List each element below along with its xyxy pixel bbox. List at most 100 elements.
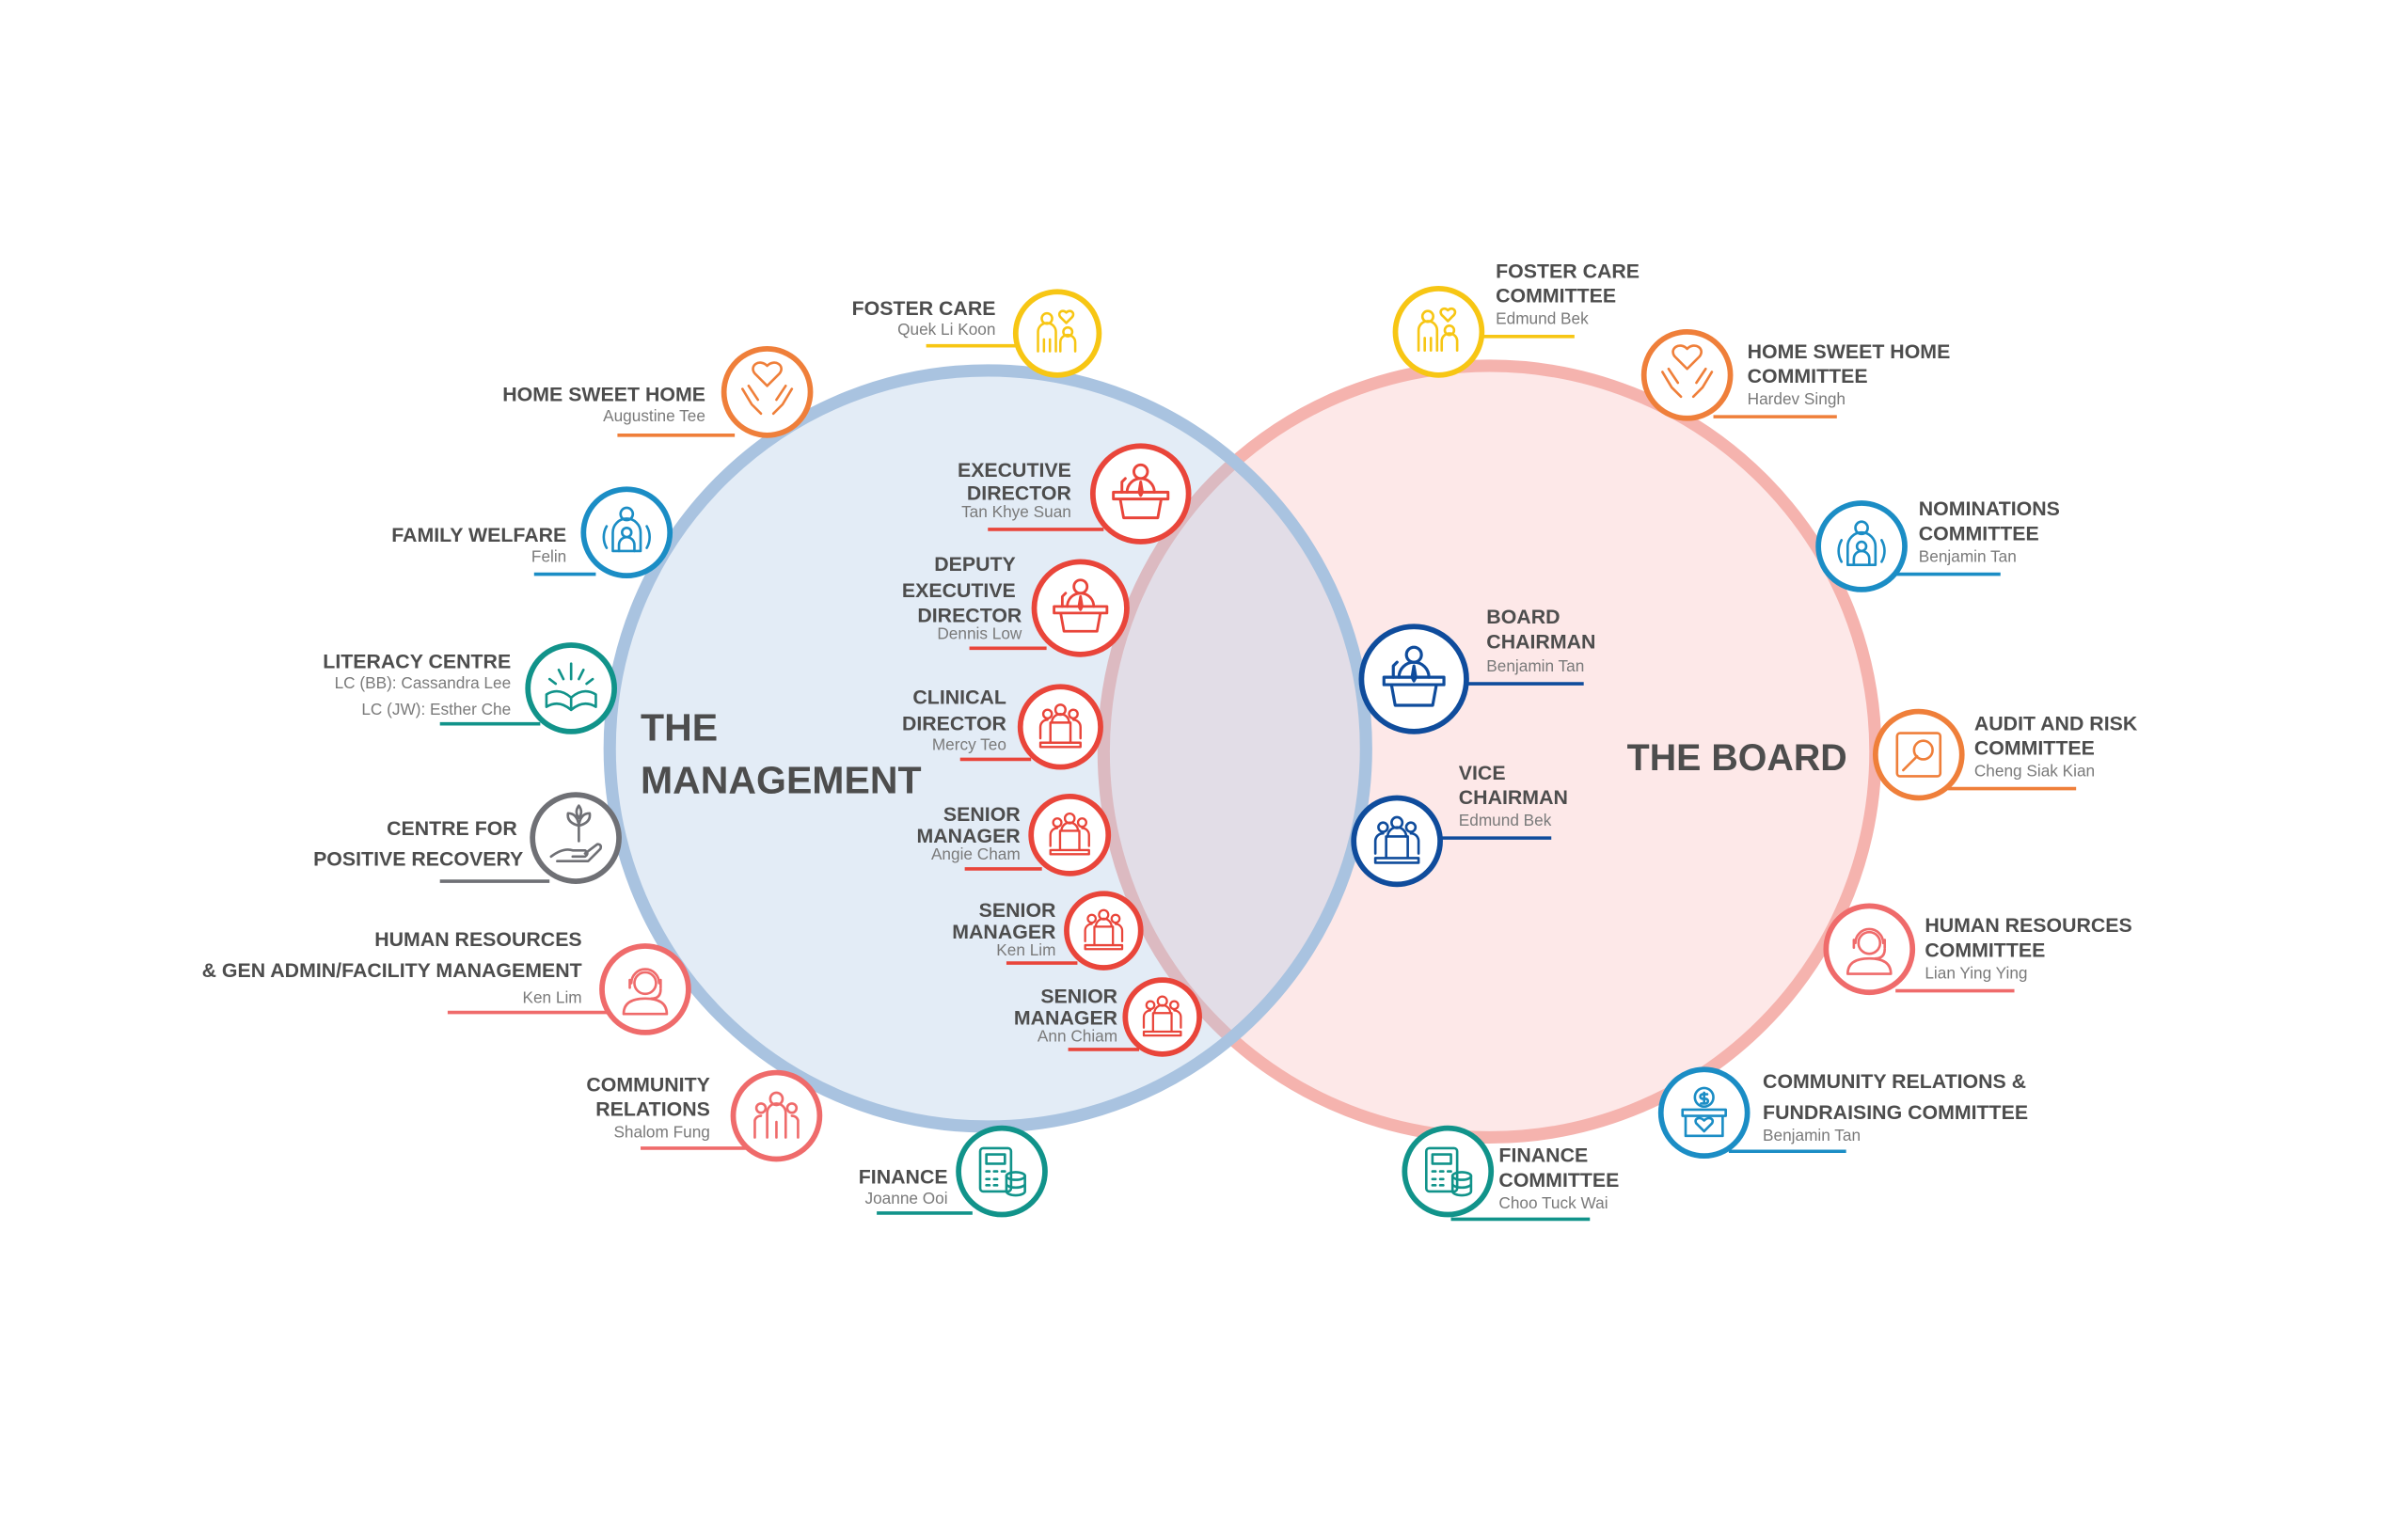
node-title: HOME SWEET HOME	[1748, 340, 1951, 363]
node-title: DEPUTY	[934, 553, 1016, 576]
node-person-name: Ann Chiam	[1038, 1027, 1117, 1046]
node-person-name: Mercy Teo	[932, 735, 1006, 754]
node-title: COMMITTEE	[1748, 365, 1868, 387]
node-title: POSITIVE RECOVERY	[313, 848, 523, 871]
node-person-name: Joanne Ooi	[865, 1189, 948, 1207]
node-title: FAMILY WELFARE	[391, 524, 566, 546]
node-person-name: Lian Ying Ying	[1925, 963, 2027, 982]
node-person-name: Hardev Singh	[1748, 389, 1846, 408]
heart-hands-icon-ring	[1640, 329, 1734, 421]
node-title: MANAGER	[1014, 1007, 1117, 1030]
node-person-name: Shalom Fung	[613, 1122, 709, 1141]
node-title: COMMUNITY	[586, 1073, 710, 1096]
donation-box-icon-ring	[1657, 1066, 1751, 1160]
node-person-name: Augustine Tee	[603, 406, 705, 425]
node-title: CENTRE FOR	[387, 817, 517, 840]
parent-child-icon-ring	[1815, 500, 1908, 592]
node-title: & GEN ADMIN/FACILITY MANAGEMENT	[202, 959, 582, 982]
node-title: COMMITTEE	[1498, 1169, 1619, 1192]
podium-group-icon-ring	[1064, 891, 1144, 971]
node-title: DIRECTOR	[967, 482, 1071, 505]
node-title: DIRECTOR	[902, 712, 1006, 734]
family-icon-ring	[1392, 286, 1485, 378]
node-community-relations-fundraising-committee: COMMUNITY RELATIONS &FUNDRAISING COMMITT…	[1657, 1066, 2028, 1160]
node-title: HUMAN RESOURCES	[1925, 914, 2131, 937]
node-title: HOME SWEET HOME	[502, 384, 705, 406]
node-title: COMMITTEE	[1974, 737, 2095, 760]
node-title: MANAGER	[952, 921, 1055, 943]
node-title: COMMITTEE	[1496, 285, 1616, 308]
node-person-name: Quek Li Koon	[897, 320, 995, 339]
magnifier-icon-ring	[1872, 708, 1965, 801]
node-title: FOSTER CARE	[852, 297, 996, 320]
node-person-name: Cheng Siak Kian	[1974, 761, 2095, 780]
node-title: EXECUTIVE	[902, 579, 1016, 602]
node-person-name: Tan Khye Suan	[961, 502, 1071, 521]
node-title: SENIOR	[1040, 986, 1117, 1008]
node-title: VICE	[1459, 762, 1506, 784]
podium-group-icon-ring	[1028, 793, 1112, 876]
node-title: RELATIONS	[595, 1098, 710, 1121]
node-person-name: Dennis Low	[937, 623, 1022, 642]
node-person-name: Choo Tuck Wai	[1498, 1193, 1608, 1212]
node-title: FOSTER CARE	[1496, 260, 1640, 282]
node-title: COMMITTEE	[1919, 522, 2039, 545]
node-person-name: Angie Cham	[931, 844, 1021, 863]
node-person-name: Ken Lim	[522, 988, 581, 1007]
node-title: CHAIRMAN	[1459, 786, 1568, 809]
node-human-resources: HUMAN RESOURCES & GEN ADMIN/FACILITY MANA…	[202, 928, 691, 1035]
node-title: DIRECTOR	[917, 604, 1022, 626]
node-person-name: Edmund Bek	[1496, 309, 1589, 328]
management-title: THE MANAGEMENT	[641, 706, 922, 802]
node-person-name: LC (JW): Esther Che	[361, 700, 511, 718]
node-title: CLINICAL	[912, 686, 1006, 708]
node-person-name: Benjamin Tan	[1919, 546, 2017, 565]
family-icon-ring	[1012, 289, 1102, 378]
node-title: COMMITTEE	[1925, 939, 2045, 961]
headset-icon-ring	[599, 943, 691, 1035]
node-title: EXECUTIVE	[958, 459, 1071, 481]
node-person-name: Benjamin Tan	[1486, 656, 1584, 675]
board-title: THE BOARD	[1627, 737, 1847, 779]
node-title: AUDIT AND RISK	[1974, 712, 2138, 734]
podium-group-icon-ring	[1017, 684, 1103, 770]
group-icon-ring	[730, 1069, 823, 1162]
node-title: SENIOR	[979, 899, 1056, 922]
plant-hand-icon-ring	[530, 792, 622, 884]
node-person-name: Benjamin Tan	[1763, 1126, 1861, 1144]
node-title: CHAIRMAN	[1486, 630, 1595, 653]
headset-icon-ring	[1823, 903, 1916, 996]
management-title-line: MANAGEMENT	[641, 759, 922, 802]
node-title: SENIOR	[943, 803, 1021, 826]
node-title: FINANCE	[1498, 1144, 1588, 1167]
heart-hands-icon-ring	[721, 346, 814, 438]
node-person-name: Edmund Bek	[1459, 811, 1552, 829]
node-title: NOMINATIONS	[1919, 497, 2060, 520]
management-circle	[603, 364, 1372, 1133]
node-title: HUMAN RESOURCES	[374, 928, 581, 951]
management-title-line: THE	[641, 706, 718, 750]
node-person-name: Ken Lim	[996, 940, 1055, 959]
node-title: BOARD	[1486, 606, 1560, 628]
podium-group-icon-ring	[1122, 977, 1202, 1057]
node-title: MANAGER	[917, 825, 1021, 847]
parent-child-icon-ring	[580, 486, 673, 579]
podium-group-icon-ring	[1351, 795, 1443, 888]
